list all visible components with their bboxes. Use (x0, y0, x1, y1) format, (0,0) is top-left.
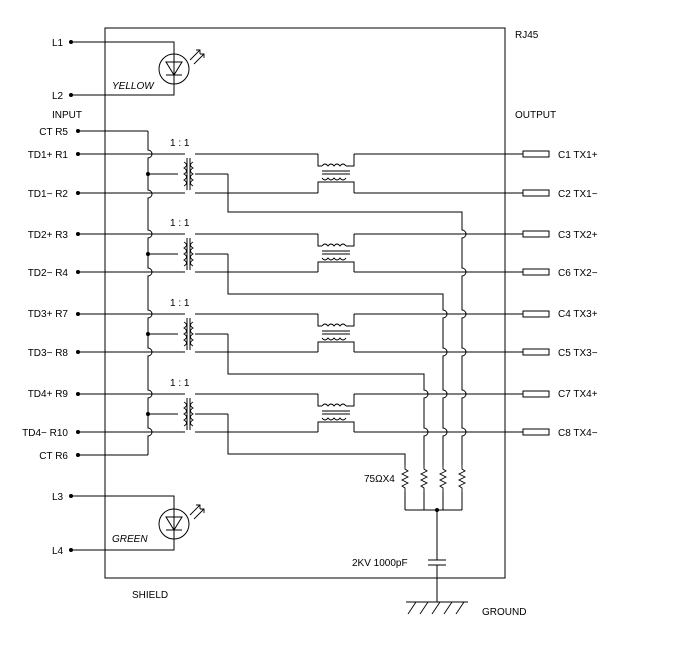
led-pin-l3: L3 (52, 492, 64, 503)
ratio-label-1: 1 : 1 (170, 138, 190, 149)
led-pin-l1: L1 (52, 38, 64, 49)
left-pin-td3p-r7: TD3+ R7 (28, 309, 69, 320)
led-pin-l2: L2 (52, 91, 64, 102)
center-tap-bus (76, 129, 153, 457)
resistor-label: 75ΩX4 (364, 474, 395, 485)
right-pin-c1-tx1p: C1 TX1+ (558, 150, 598, 161)
bob-smith-capacitor (428, 510, 446, 602)
left-pin-td2p-r3: TD2+ R3 (28, 230, 69, 241)
yellow-led-circuit (69, 40, 205, 97)
right-pin-labels: C1 TX1+ C2 TX1− C3 TX2+ C6 TX2− C4 TX3+ … (558, 150, 598, 439)
right-pin-c5-tx3n: C5 TX3− (558, 348, 598, 359)
channel-2 (76, 230, 550, 276)
green-led-circuit (69, 494, 205, 552)
right-pin-c7-tx4p: C7 TX4+ (558, 389, 598, 400)
output-label: OUTPUT (515, 110, 556, 121)
ground-icon (406, 601, 468, 615)
input-label: INPUT (52, 110, 82, 121)
left-pin-td3n-r8: TD3− R8 (28, 348, 69, 359)
output-common-mode-buses (227, 174, 467, 465)
ratio-label-2: 1 : 1 (170, 218, 190, 229)
left-pin-td4n-r10: TD4− R10 (22, 428, 68, 439)
rj45-label: RJ45 (515, 30, 539, 41)
capacitor-label: 2KV 1000pF (352, 558, 408, 569)
left-pin-td1n-r2: TD1− R2 (28, 189, 69, 200)
left-pin-td1p-r1: TD1+ R1 (28, 150, 69, 161)
left-pin-ct-r6: CT R6 (39, 451, 68, 462)
left-pin-td2n-r4: TD2− R4 (28, 268, 69, 279)
left-pin-td4p-r9: TD4+ R9 (28, 389, 69, 400)
ratio-label-3: 1 : 1 (170, 298, 190, 309)
right-pin-c4-tx3p: C4 TX3+ (558, 309, 598, 320)
module-outline (104, 27, 506, 579)
left-pin-ct-r5: CT R5 (39, 127, 68, 138)
channel-4 (76, 390, 550, 436)
ground-label: GROUND (482, 607, 526, 618)
termination-resistors (400, 465, 467, 512)
shield-label: SHIELD (132, 590, 168, 601)
right-pin-c8-tx4n: C8 TX4− (558, 428, 598, 439)
green-led-label: GREEN (112, 534, 148, 545)
right-pin-c3-tx2p: C3 TX2+ (558, 230, 598, 241)
channel-3 (76, 310, 550, 356)
ratio-label-4: 1 : 1 (170, 378, 190, 389)
led-pin-l4: L4 (52, 546, 64, 557)
yellow-led-label: YELLOW (112, 81, 155, 92)
left-pin-labels: CT R5 TD1+ R1 TD1− R2 TD2+ R3 TD2− R4 TD… (22, 127, 68, 462)
channel-1 (76, 150, 550, 197)
right-pin-c6-tx2n: C6 TX2− (558, 268, 598, 279)
right-pin-c2-tx1n: C2 TX1− (558, 189, 598, 200)
